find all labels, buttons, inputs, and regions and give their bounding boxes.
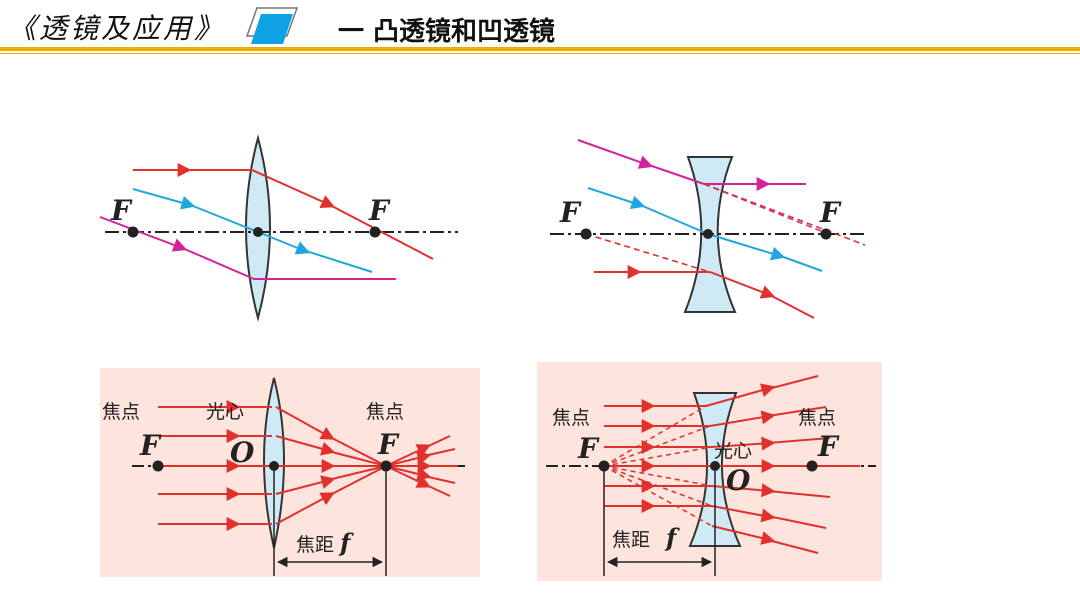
focal-length-symbol: f <box>664 523 680 552</box>
ray-to-focus-in <box>577 139 654 169</box>
focus-label-right: F <box>368 194 391 227</box>
ray-parallel-extension <box>585 233 711 273</box>
panel-background <box>100 368 480 577</box>
incoming-parallel-rays <box>158 400 272 531</box>
ray-center-in <box>587 187 646 210</box>
ray-center-out <box>257 231 311 255</box>
focus-label-right: F <box>819 196 842 229</box>
convex-focal-length-diagram: 焦点 光心 焦点 F O F 焦距 f <box>100 368 480 577</box>
header-rule-line <box>0 53 1080 54</box>
focus-point-left <box>152 460 164 472</box>
converging-rays <box>275 406 387 525</box>
optical-center-caption: 光心 <box>714 440 752 462</box>
focus-label-left: F <box>139 429 162 462</box>
focal-length-caption: 焦距 <box>612 529 650 551</box>
focus-label-right: F <box>817 430 840 463</box>
focus-point-right <box>806 460 818 472</box>
focus-label-left: F <box>110 194 133 227</box>
focus-label-right: F <box>377 428 400 461</box>
focal-length-symbol: f <box>338 528 354 557</box>
focal-length-caption: 焦距 <box>296 534 334 556</box>
incoming-parallel-rays <box>604 399 712 513</box>
optical-center <box>703 229 713 239</box>
rays-after-focus <box>385 435 458 497</box>
focus-point-left <box>580 228 592 240</box>
focus-label-left: F <box>559 196 582 229</box>
center-label: O <box>726 464 751 497</box>
optical-center-caption: 光心 <box>206 401 244 423</box>
section-title: 一 凸透镜和凹透镜 <box>338 17 556 47</box>
virtual-ray-extensions <box>603 405 713 527</box>
diverging-rays <box>705 375 860 554</box>
header: 《透镜及应用》 一 凸透镜和凹透镜 <box>0 0 1080 56</box>
header-rule <box>0 47 1080 51</box>
ray-focal-in <box>99 216 188 252</box>
concave-focal-length-diagram: 焦点 焦点 F 光心 F O 焦距 f <box>537 362 882 581</box>
focus-caption-right: 焦点 <box>798 407 836 429</box>
course-title: 《透镜及应用》 <box>8 12 226 45</box>
optical-center <box>253 227 263 237</box>
focus-point-right <box>820 228 832 240</box>
ray-center-out <box>707 233 786 261</box>
parallelogram-logo-icon <box>245 7 299 44</box>
center-label: O <box>230 436 255 469</box>
convex-lens-diagram: F F <box>99 134 458 322</box>
focus-caption-left: 焦点 <box>552 407 590 429</box>
focus-caption-right: 焦点 <box>366 401 404 423</box>
focus-label-left: F <box>577 432 600 465</box>
concave-lens-diagram: F F <box>550 139 868 319</box>
focus-caption-left: 焦点 <box>102 401 140 423</box>
ray-center-in <box>132 188 196 210</box>
ray-parallel-out <box>251 169 336 208</box>
focus-point-left <box>127 226 139 238</box>
ray-parallel-out <box>709 271 776 299</box>
focus-point-right <box>369 226 381 238</box>
